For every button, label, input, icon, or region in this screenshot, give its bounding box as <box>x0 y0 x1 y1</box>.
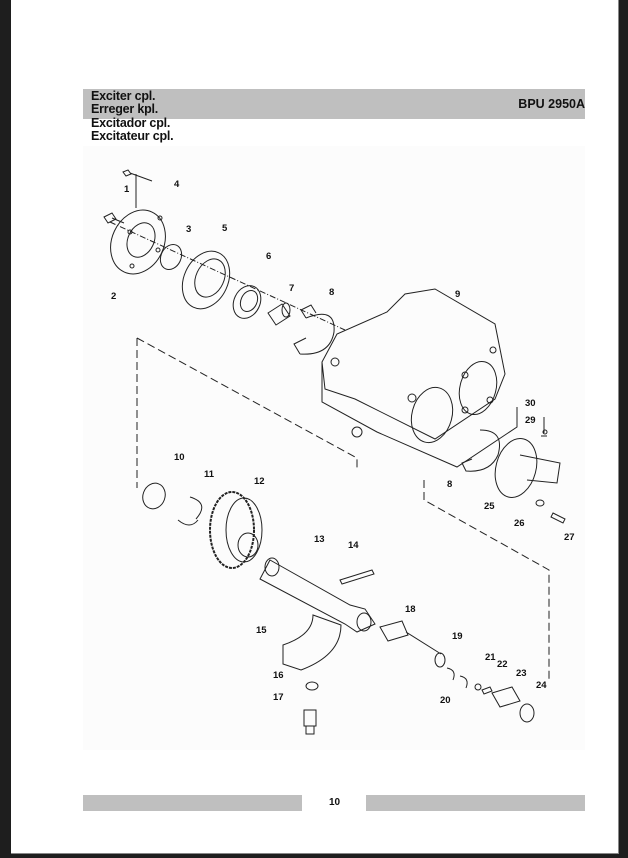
callout-18: 18 <box>405 604 416 615</box>
callout-16: 16 <box>273 670 284 681</box>
callout-27: 27 <box>564 532 575 543</box>
callout-22: 22 <box>497 659 508 670</box>
callout-23: 23 <box>516 668 527 679</box>
callout-15: 15 <box>256 625 267 636</box>
callout-26: 26 <box>514 518 525 529</box>
callout-5: 5 <box>222 223 228 234</box>
callout-21: 21 <box>485 652 496 663</box>
callout-7: 7 <box>289 283 294 294</box>
model-code: BPU 2950A <box>518 97 585 111</box>
callout-17: 17 <box>273 692 284 703</box>
callout-25: 25 <box>484 501 495 512</box>
footer-bar-left <box>83 795 302 811</box>
callout-6: 6 <box>266 251 271 262</box>
callout-30: 30 <box>525 398 536 409</box>
title-fr: Excitateur cpl. <box>91 129 174 143</box>
title-en: Exciter cpl. <box>91 89 156 103</box>
title-es: Excitador cpl. <box>91 116 171 130</box>
callout-1: 1 <box>124 184 130 195</box>
callout-12: 12 <box>254 476 265 487</box>
callout-10: 10 <box>174 452 185 463</box>
header-bar <box>83 89 585 119</box>
callout-24: 24 <box>536 680 547 691</box>
callout-2: 2 <box>111 291 116 302</box>
callout-14: 14 <box>348 540 359 551</box>
callout-8: 8 <box>447 479 452 490</box>
callout-4: 4 <box>174 179 180 190</box>
callout-20: 20 <box>440 695 451 706</box>
callout-9: 9 <box>455 289 460 300</box>
footer-bar-right <box>366 795 585 811</box>
title-de: Erreger kpl. <box>91 102 159 116</box>
page-number: 10 <box>329 797 341 808</box>
callout-8: 8 <box>329 287 334 298</box>
callout-29: 29 <box>525 415 536 426</box>
callout-11: 11 <box>204 469 215 480</box>
callout-3: 3 <box>186 224 191 235</box>
callout-19: 19 <box>452 631 463 642</box>
callout-13: 13 <box>314 534 325 545</box>
